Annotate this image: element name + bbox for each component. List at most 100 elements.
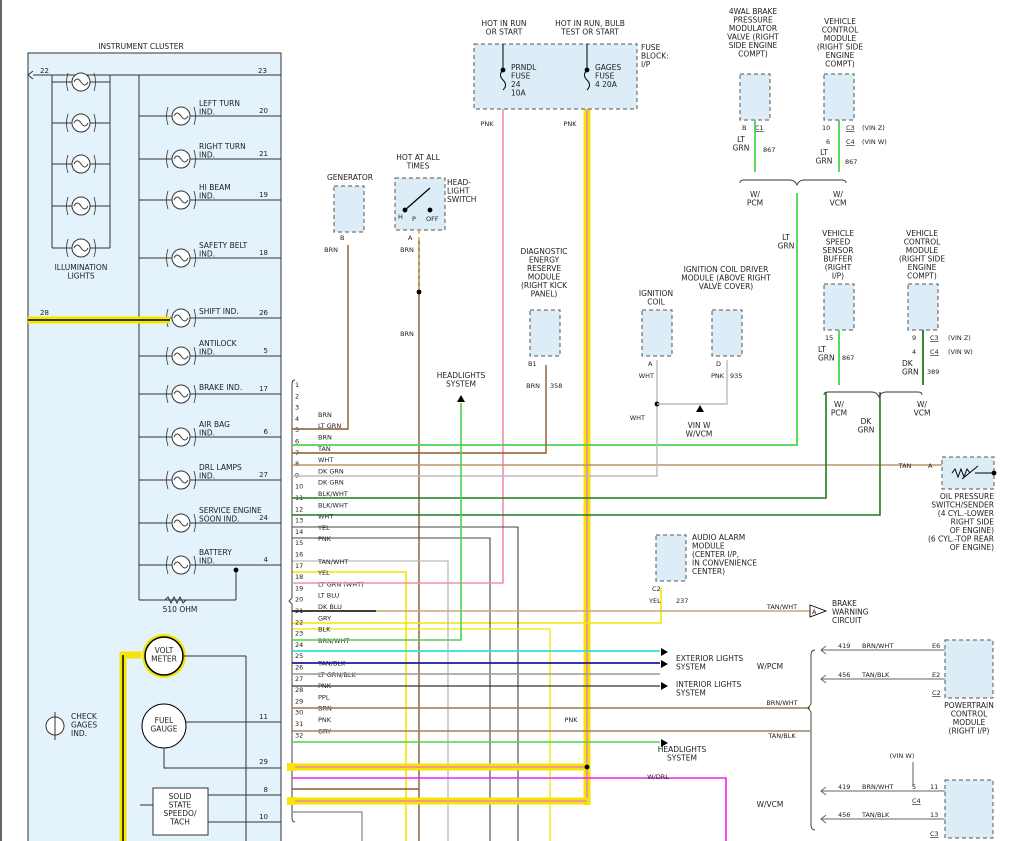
coil-driver-pin: D	[716, 360, 721, 368]
ebpm-conn: C1	[755, 124, 764, 132]
connector-pin-18: 18	[295, 573, 303, 581]
connector-pin-27: 27	[295, 675, 303, 683]
speedo-pin: 8	[264, 786, 268, 794]
wire-color-label: PNK	[318, 716, 332, 724]
connector-pin-32: 32	[295, 731, 303, 739]
oil-wire: TAN	[898, 462, 912, 470]
fuel-pin: 11	[259, 713, 268, 721]
bulb-filament	[173, 519, 189, 527]
brn-6-wire	[292, 365, 547, 454]
bulb-filament	[173, 196, 189, 204]
vcm-bottom-vin: (VIN W)	[890, 752, 915, 760]
indicator-pin: 17	[259, 385, 268, 393]
vcm-top-box	[823, 73, 855, 121]
indicator-pin: 18	[259, 249, 268, 257]
bulb-bracket	[166, 555, 196, 575]
wht-13-wire	[292, 560, 449, 841]
diag-module-box	[529, 309, 561, 357]
audio-pin: C2	[652, 585, 661, 593]
wire-color-label: BLK/WHT	[318, 490, 348, 498]
pcm-row-arrow	[820, 645, 827, 655]
bulb-filament	[173, 561, 189, 569]
cluster-pin-10: 10	[259, 813, 268, 821]
pcm-circuit: 419	[838, 642, 850, 650]
vcm-bottom-pin: 5	[912, 783, 916, 791]
pcm-box	[944, 639, 994, 699]
bulb-filament	[173, 254, 189, 262]
bulb-bracket	[66, 72, 96, 92]
wire-color-label: BLK/WHT	[318, 501, 348, 509]
bulb-bracket	[166, 384, 196, 404]
blkwht-12-wire	[292, 537, 491, 841]
connector-pin-3: 3	[295, 404, 299, 412]
diag-pin: B1	[528, 360, 537, 368]
wvcm-top: W/VCM	[830, 190, 847, 208]
splice-dot	[416, 289, 422, 295]
switch-p: P	[412, 215, 416, 223]
bus-brnwht-label: BRN/WHT	[766, 699, 797, 707]
coil-driver-circuit: 935	[730, 372, 742, 380]
dkgrn-9-wire	[292, 392, 827, 499]
connector-pin-20: 20	[295, 596, 303, 604]
bulb-filament	[73, 202, 89, 210]
coil-driver-wire-line	[657, 360, 728, 405]
connector-pin-22: 22	[295, 618, 303, 626]
headlights-up-arrow-icon	[457, 395, 465, 402]
audio-circuit: 237	[676, 597, 688, 605]
wire-color-label: TAN	[317, 445, 331, 453]
vcm-bottom-pin2: 13	[930, 811, 938, 819]
vcm-bottom-wire: TAN/BLK	[861, 811, 890, 819]
connector-pin-5: 5	[295, 426, 299, 434]
splice-dot	[991, 470, 997, 476]
bulb-filament	[73, 78, 89, 86]
indicator-pin: 20	[259, 107, 268, 115]
vss-buffer-box	[823, 283, 855, 331]
vcm-top-conn1: C3	[846, 124, 855, 132]
ignition-coil-pin: A	[648, 360, 653, 368]
bulb-bracket	[166, 248, 196, 268]
bulb-filament	[173, 352, 189, 360]
headlights-arrow-icon	[661, 739, 668, 747]
ebpm-pin: B	[742, 124, 746, 132]
illumination-bulb-icon	[66, 154, 96, 174]
connector-pin-13: 13	[295, 517, 303, 525]
pcm-wire: BRN/WHT	[862, 642, 893, 650]
pcm-circuit: 456	[838, 671, 850, 679]
switch-wire-2: BRN	[400, 330, 414, 338]
vcm-mid-vin1: (VIN Z)	[948, 334, 971, 342]
splice-dot	[427, 207, 433, 213]
pcm-row-arrow	[820, 674, 827, 684]
brake-wire: TAN/WHT	[766, 603, 797, 611]
vcm-top-circuit: 867	[845, 158, 857, 166]
cluster-connector-bracket	[288, 379, 296, 823]
cluster-pin-29: 29	[259, 758, 268, 766]
connector-pin-31: 31	[295, 720, 303, 728]
connector-pin-19: 19	[295, 584, 303, 592]
indicator-bulb-icon	[166, 384, 196, 404]
connector-pin-14: 14	[295, 528, 303, 536]
vcm-bottom-box	[944, 779, 994, 839]
indicator-bulb-icon	[166, 248, 196, 268]
connector-pin-28: 28	[295, 686, 303, 694]
ignition-coil-wire-2: WHT	[630, 414, 645, 422]
